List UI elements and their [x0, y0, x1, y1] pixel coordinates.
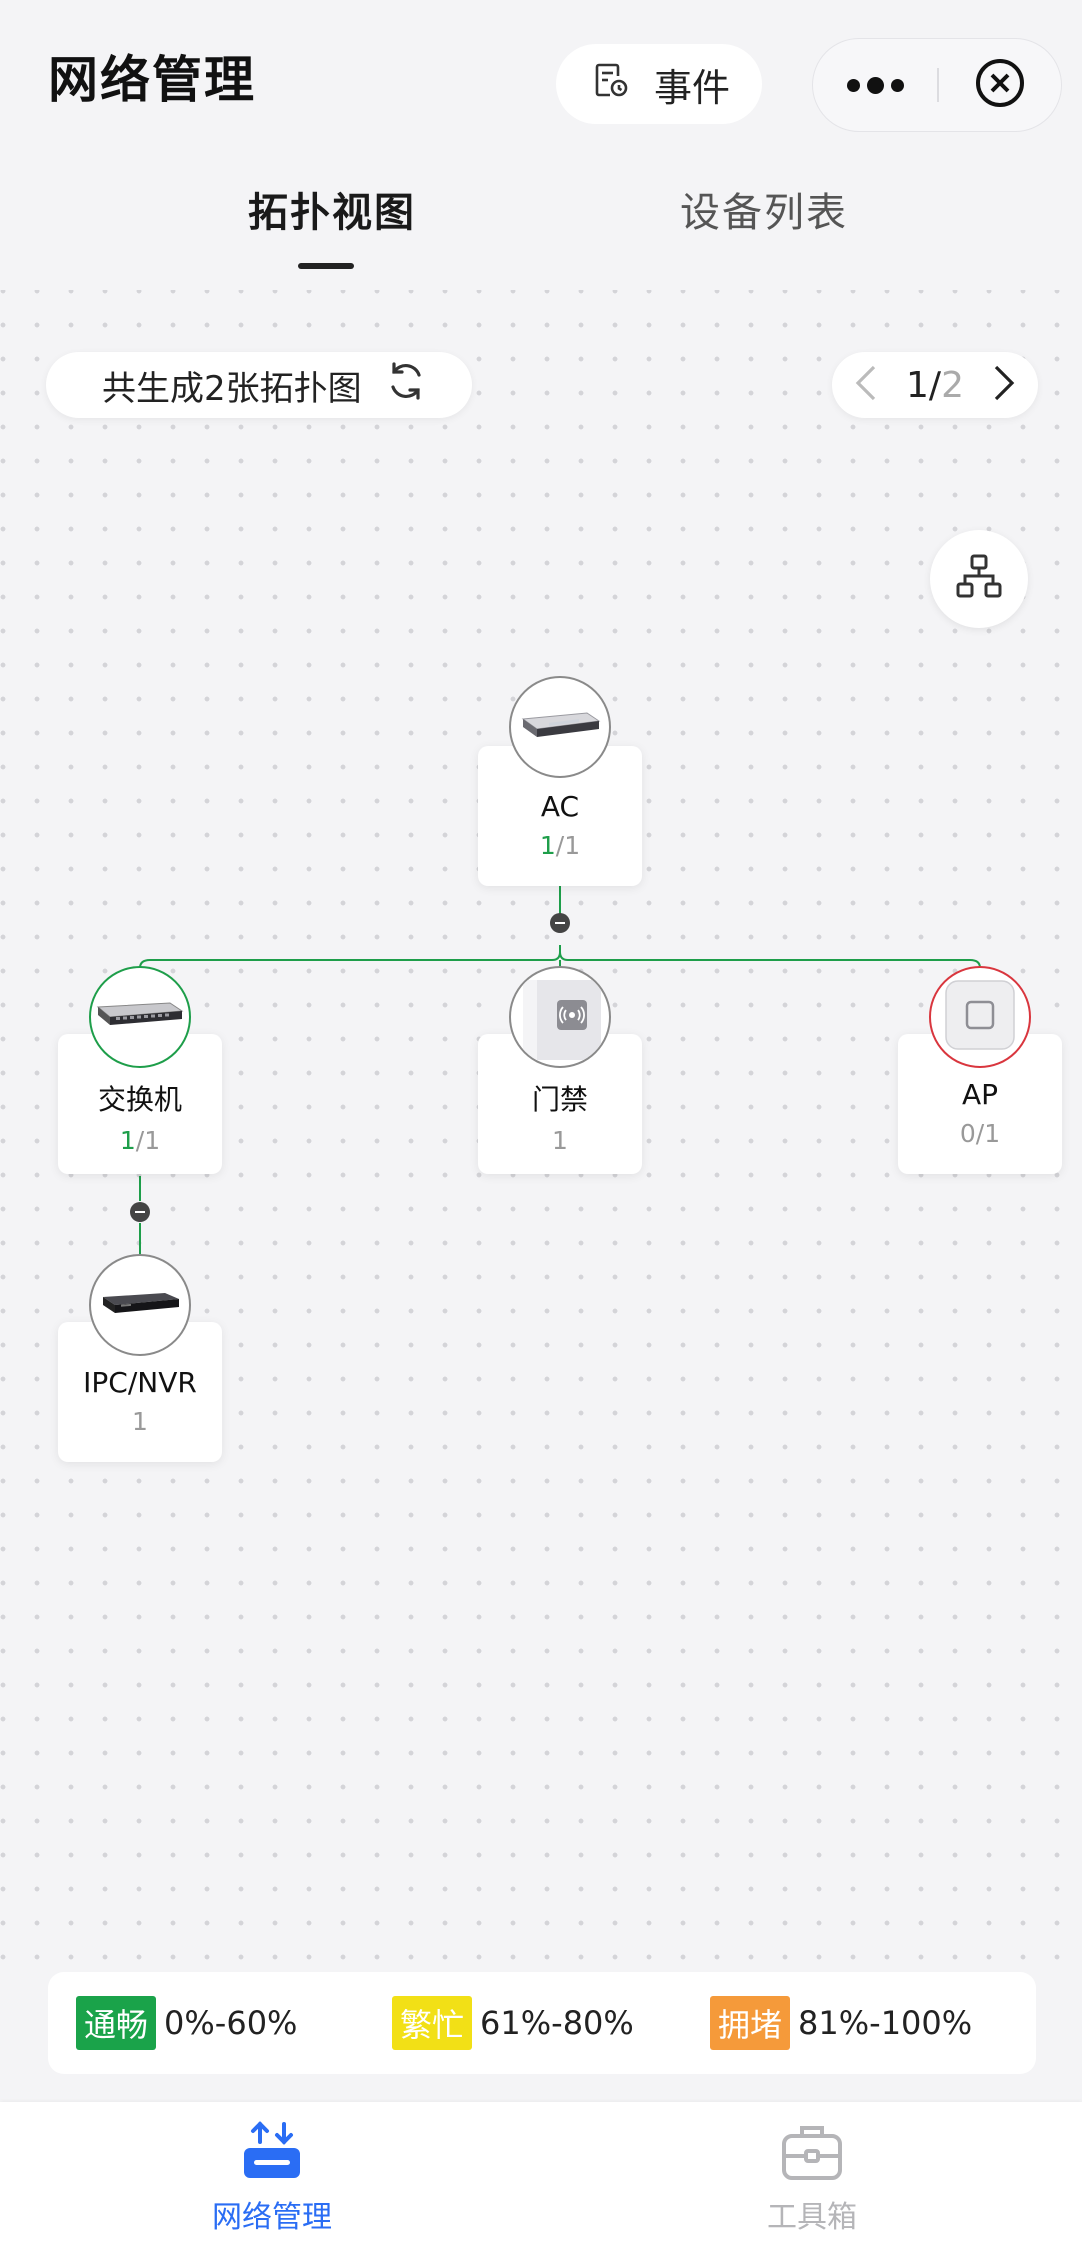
legend-item-busy: 繁忙 61%-80%	[392, 1996, 710, 2050]
capsule-divider	[937, 68, 939, 102]
layout-switch-button[interactable]	[930, 530, 1028, 628]
node-name: 门禁	[531, 1083, 588, 1116]
access-control-device-avatar[interactable]	[509, 966, 611, 1068]
close-button[interactable]	[939, 39, 1061, 131]
active-tab-indicator	[298, 263, 354, 269]
node-status-count: 1	[552, 1126, 568, 1155]
online-count: 1	[539, 831, 556, 860]
legend-range-congested: 81%-100%	[798, 2004, 973, 2042]
node-card-ac[interactable]: AC 1/1	[478, 746, 642, 886]
legend-item-smooth: 通畅 0%-60%	[76, 1996, 392, 2050]
toolbox-icon	[780, 2120, 844, 2186]
network-router-icon	[240, 2120, 304, 2186]
page-indicator: 1/2	[906, 365, 964, 406]
mini-program-capsule	[812, 38, 1062, 132]
hierarchy-icon	[954, 552, 1004, 606]
switch-icon	[94, 995, 186, 1039]
node-status-count: 1	[132, 1407, 148, 1436]
topology-summary-text: 共生成2张拓扑图	[102, 368, 362, 409]
ipc-nvr-device-avatar[interactable]	[89, 1254, 191, 1356]
ac-controller-icon	[515, 705, 605, 749]
legend-tag-busy: 繁忙	[392, 1996, 473, 2050]
switch-device-avatar[interactable]	[89, 966, 191, 1068]
nvr-recorder-icon	[95, 1283, 185, 1327]
tab-device-list[interactable]: 设备列表	[680, 190, 848, 236]
event-list-icon	[592, 61, 630, 108]
page-separator: /	[928, 364, 942, 406]
total-count: /1	[135, 1126, 161, 1155]
node-status-count: 0/1	[959, 1119, 1001, 1148]
nav-network-management[interactable]: 网络管理	[172, 2120, 372, 2236]
legend-range-smooth: 0%-60%	[164, 2004, 298, 2042]
node-status-count: 1/1	[120, 1126, 160, 1155]
nav-label: 工具箱	[767, 2200, 857, 2235]
close-circle-icon	[974, 57, 1026, 113]
node-status-count: 1/1	[540, 831, 580, 860]
nav-label: 网络管理	[212, 2200, 332, 2235]
topology-summary[interactable]: 共生成2张拓扑图	[46, 352, 472, 418]
prev-page-button[interactable]	[852, 363, 880, 407]
node-name: AP	[961, 1078, 999, 1111]
collapse-ac-button[interactable]	[550, 913, 570, 933]
legend-range-busy: 61%-80%	[480, 2004, 634, 2042]
more-dots-icon	[846, 76, 904, 94]
bottom-navigation: 网络管理 工具箱	[0, 2102, 1082, 2246]
legend-item-congested: 拥堵 81%-100%	[710, 1996, 972, 2050]
page-current: 1	[906, 364, 929, 406]
more-button[interactable]	[813, 39, 937, 131]
nav-toolbox[interactable]: 工具箱	[712, 2120, 912, 2236]
legend-tag-congested: 拥堵	[710, 1996, 791, 2050]
collapse-switch-button[interactable]	[130, 1202, 150, 1222]
traffic-legend: 通畅 0%-60% 繁忙 61%-80% 拥堵 81%-100%	[48, 1972, 1036, 2074]
tab-topology-view[interactable]: 拓扑视图	[248, 190, 416, 236]
page-total: 2	[941, 364, 964, 406]
ac-device-avatar[interactable]	[509, 676, 611, 778]
legend-tag-smooth: 通畅	[76, 1996, 157, 2050]
access-control-reader-icon	[515, 970, 605, 1064]
ap-device-avatar[interactable]	[929, 966, 1031, 1068]
node-name: IPC/NVR	[83, 1366, 197, 1399]
event-button[interactable]: 事件	[556, 44, 762, 124]
node-name: 交换机	[97, 1083, 182, 1116]
access-point-icon	[940, 975, 1020, 1059]
node-name: AC	[540, 790, 580, 823]
online-count: 1	[119, 1126, 136, 1155]
next-page-button[interactable]	[990, 363, 1018, 407]
topology-pager: 1/2	[832, 352, 1038, 418]
page-title: 网络管理	[48, 51, 256, 109]
total-count: /1	[555, 831, 581, 860]
event-button-label: 事件	[654, 65, 731, 110]
refresh-icon[interactable]	[384, 359, 428, 412]
